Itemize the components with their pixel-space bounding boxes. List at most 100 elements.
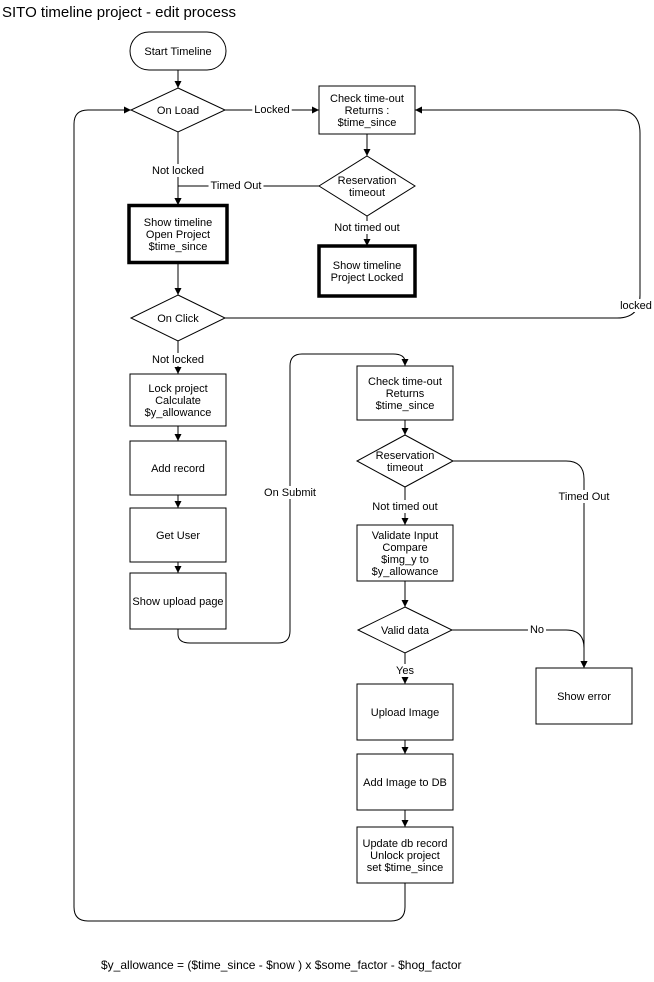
node-upimg: Upload Image — [356, 683, 454, 741]
node-onload: On Load — [129, 87, 227, 133]
node-label-line: Get User — [156, 530, 200, 542]
node-label-line: Show error — [557, 691, 611, 703]
edge-label-bg — [262, 486, 318, 499]
node-label-line: Validate Input — [372, 530, 438, 542]
node-label-line: Check time-out — [368, 376, 442, 388]
terminal-shape — [129, 31, 227, 71]
node-label-line: Reservation — [376, 450, 435, 462]
process-shape — [129, 440, 227, 496]
node-label-line: Open Project — [146, 229, 210, 241]
node-label-line: $y_allowance — [145, 407, 212, 419]
node-addimg: Add Image to DB — [356, 753, 454, 811]
process-shape — [129, 572, 227, 630]
edge-label-valid-showerr: No — [530, 624, 544, 636]
node-label-line: Valid data — [381, 625, 430, 637]
edge-label-onclick-lock: Not locked — [152, 354, 204, 366]
process-shape — [129, 507, 227, 563]
edge-label-bg — [394, 664, 416, 677]
node-label-line: Update db record — [363, 838, 448, 850]
process-shape — [356, 365, 454, 421]
node-showerr: Show error — [535, 667, 633, 725]
edge-label-bg — [150, 164, 206, 177]
edge-label-resv1-showopen: Timed Out — [211, 180, 262, 192]
decision-shape — [355, 434, 455, 488]
edge-label-bg — [527, 623, 547, 636]
edge-label-bg — [252, 103, 292, 116]
node-label-line: timeout — [349, 187, 385, 199]
edge-label-resv1-showlocked: Not timed out — [334, 222, 399, 234]
node-label-line: Unlock project — [370, 850, 440, 862]
node-label-line: Show timeline — [144, 217, 212, 229]
node-upload: Show upload page — [129, 572, 227, 630]
edge-label-bg — [556, 490, 612, 503]
edge-label-bg — [332, 221, 402, 234]
decision-shape — [129, 87, 227, 133]
edge-label-onload-check1: Locked — [254, 104, 289, 116]
node-label-line: Calculate — [155, 395, 201, 407]
edge-onclick-check1 — [225, 106, 641, 319]
node-valid: Valid data — [356, 606, 454, 654]
process-shape — [535, 667, 633, 725]
node-label-line: On Click — [157, 313, 199, 325]
edge-label-bg — [618, 299, 654, 312]
diagram-title: SITO timeline project - edit process — [2, 4, 236, 21]
process-shape — [356, 826, 454, 884]
decision-shape — [318, 155, 416, 217]
node-label-line: Upload Image — [371, 707, 440, 719]
node-label-line: $y_allowance — [372, 566, 439, 578]
node-label-line: Project Locked — [331, 272, 404, 284]
edge-label-onload-showopen: Not locked — [152, 165, 204, 177]
process-shape — [129, 373, 227, 427]
edge-label-resv2-validate: Not timed out — [372, 501, 437, 513]
node-label-line: set $time_since — [367, 862, 443, 874]
node-label-line: $time_since — [338, 117, 397, 129]
node-label-line: Show timeline — [333, 260, 401, 272]
node-label-line: $time_since — [149, 241, 208, 253]
node-label-line: Add Image to DB — [363, 777, 447, 789]
edge-label-bg — [150, 353, 206, 366]
process-shape — [356, 753, 454, 811]
edge-label-bg — [370, 500, 440, 513]
edge-label-onclick-check1: locked — [620, 300, 652, 312]
node-label-line: Show upload page — [132, 596, 223, 608]
node-label-line: Check time-out — [330, 93, 404, 105]
node-label-line: timeout — [387, 462, 423, 474]
node-label-line: Returns — [386, 388, 425, 400]
process-shape — [127, 203, 229, 265]
edge-label-valid-upimg: Yes — [396, 665, 414, 677]
node-label-line: Start Timeline — [144, 46, 211, 58]
node-label-line: Reservation — [338, 175, 397, 187]
edge-resv1-showopen — [174, 185, 319, 205]
node-onclick: On Click — [129, 294, 227, 342]
node-addrec: Add record — [129, 440, 227, 496]
node-label-line: Compare — [382, 542, 427, 554]
edge-label-upload-check2: On Submit — [264, 487, 316, 499]
process-shape — [318, 85, 416, 135]
formula-text: $y_allowance = ($time_since - $now ) x $… — [101, 958, 462, 972]
edge-valid-showerr — [452, 629, 588, 668]
edge-update-onload — [73, 106, 406, 922]
decision-shape — [356, 606, 454, 654]
decision-shape — [129, 294, 227, 342]
node-label-line: $time_since — [376, 400, 435, 412]
node-label-line: On Load — [157, 105, 199, 117]
node-label-line: Add record — [151, 463, 205, 475]
node-label-line: Lock project — [148, 383, 207, 395]
edge-label-bg — [208, 179, 264, 192]
process-shape — [356, 524, 454, 582]
node-getuser: Get User — [129, 507, 227, 563]
edge-resv2-showerr — [453, 460, 588, 668]
node-start: Start Timeline — [129, 31, 227, 71]
